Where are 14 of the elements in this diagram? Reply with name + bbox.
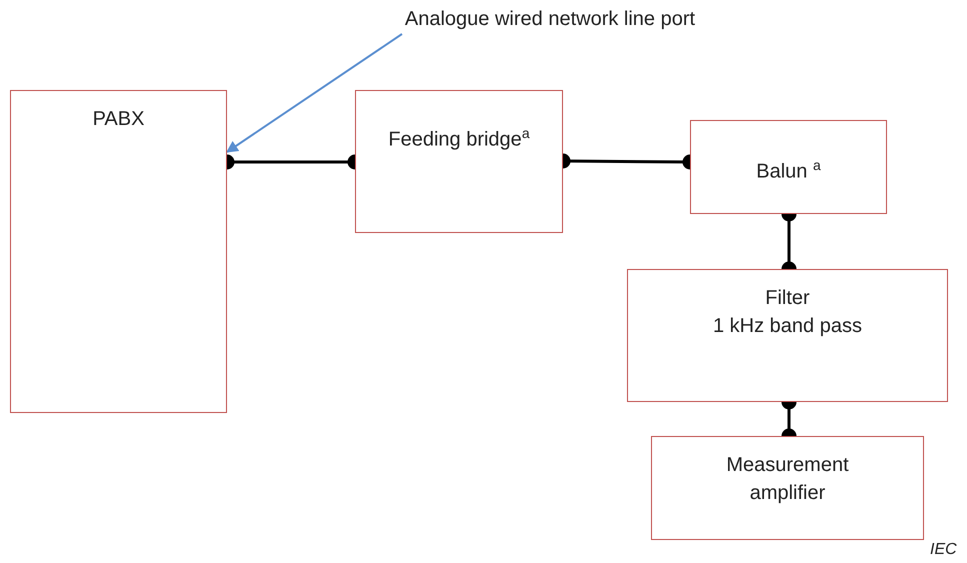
node-label: Feeding bridge$^{a}$ — [387, 124, 531, 153]
filter-box — [627, 269, 948, 402]
feeding-bridge-box — [355, 90, 563, 233]
measurement-amplifier-box — [651, 436, 924, 540]
node-label: Measurement amplifier — [725, 453, 850, 506]
source-note: IEC — [930, 541, 957, 559]
node-label: PABX — [92, 107, 146, 132]
leader-arrow — [226, 33, 403, 153]
node-label: Balun $^{a}$ — [755, 156, 822, 185]
node-label: Filter — [764, 286, 811, 311]
balun-box — [690, 120, 887, 214]
port-label: Analogue wired network line port — [330, 4, 770, 34]
node-label: 1 kHz band pass — [712, 314, 863, 339]
pabx-box — [10, 90, 227, 413]
